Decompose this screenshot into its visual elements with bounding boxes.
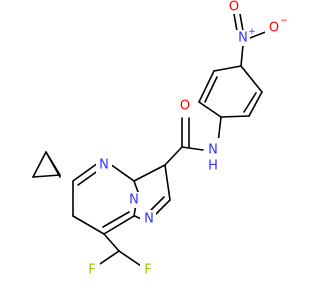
bond — [72, 162, 99, 182]
bridgehead-nitrogen-label: N — [129, 193, 139, 208]
bonds — [32, 13, 269, 269]
molecule-structure: N H O N + O O − N N N F F — [32, 0, 288, 278]
amide-hydrogen-label: H — [208, 159, 218, 174]
bond — [150, 196, 165, 211]
nitro-nitrogen-label: N — [238, 31, 248, 46]
bond — [32, 174, 61, 178]
bond — [164, 146, 183, 166]
bond — [243, 92, 257, 113]
bond — [240, 65, 263, 93]
bond — [32, 151, 47, 178]
bond — [77, 169, 100, 186]
bond — [45, 151, 61, 178]
bond — [198, 70, 215, 103]
bond — [118, 250, 145, 269]
bond — [103, 233, 120, 252]
amide-nitrogen-label: N — [208, 143, 218, 158]
carbonyl-oxygen-label: O — [180, 99, 190, 114]
bond — [213, 65, 242, 72]
bond — [102, 211, 130, 228]
bond — [72, 215, 105, 235]
bond — [181, 146, 204, 151]
nitro-oxygen-charge: − — [280, 16, 288, 26]
bond — [204, 76, 218, 103]
bond — [133, 180, 139, 193]
bond — [220, 115, 250, 118]
fluorine-left-label: F — [88, 263, 95, 278]
fluorine-right-label: F — [144, 263, 151, 278]
bond — [109, 163, 135, 182]
bond — [164, 164, 171, 201]
bond — [133, 164, 166, 182]
bond — [233, 13, 238, 32]
bond — [103, 215, 135, 235]
nitro-oxygen-top-label: O — [229, 0, 239, 15]
nitro-oxygen-right-label: O — [269, 21, 279, 36]
pyrimidine-nitrogen-label: N — [99, 158, 109, 173]
nitro-nitrogen-charge: + — [248, 27, 256, 37]
bond — [248, 91, 263, 117]
atom-labels: N H O N + O O − N N N F F — [84, 0, 288, 278]
bond — [240, 44, 244, 67]
pyrazole-nitrogen-label: N — [144, 212, 154, 227]
bond — [198, 101, 222, 118]
bond — [239, 13, 244, 32]
